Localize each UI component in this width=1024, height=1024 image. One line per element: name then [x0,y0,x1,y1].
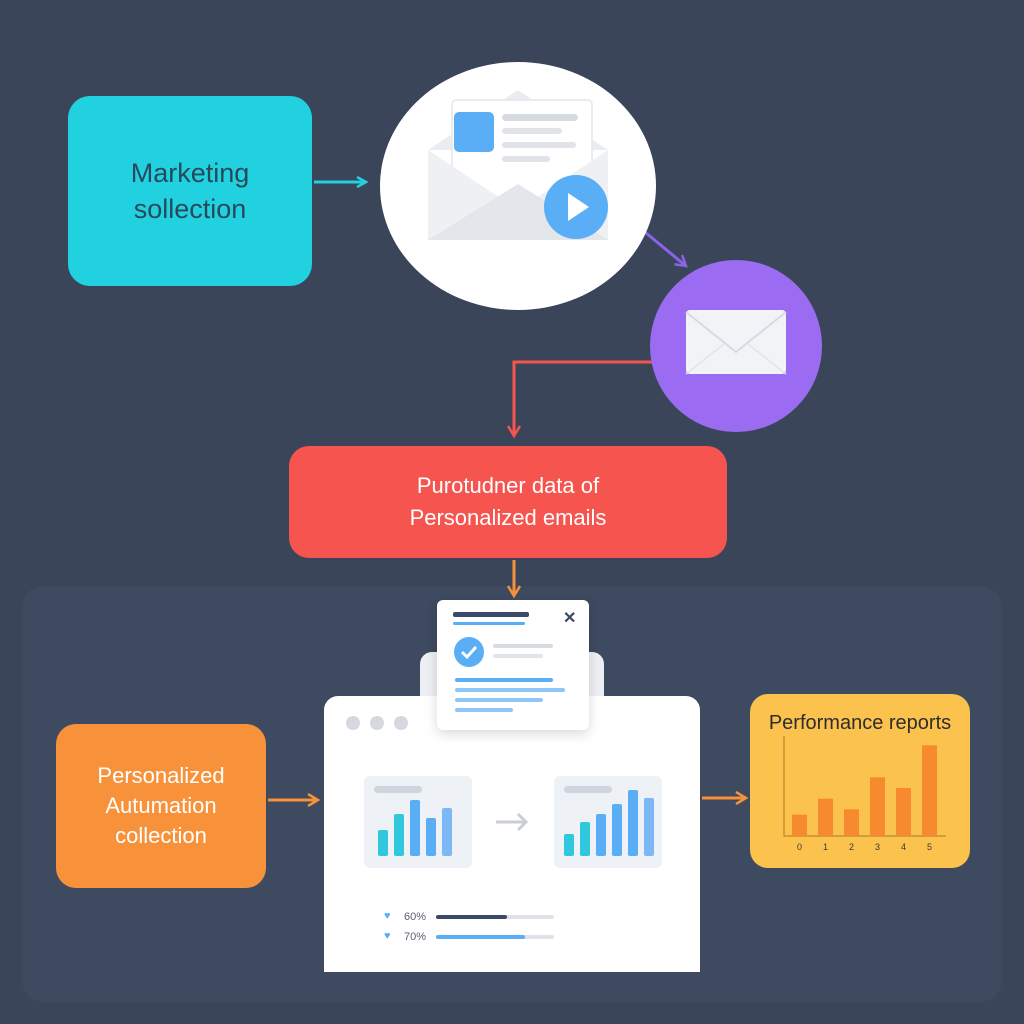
mini-bar [394,814,404,856]
chart-bar [922,745,937,836]
stat-fill-1 [436,915,507,919]
stat-fill-2 [436,935,525,939]
red-label-line2: Personalized emails [409,505,607,530]
dashboard-window: ♥ 60% ♥ 70% [324,696,700,972]
orange-label-line1: Personalized [97,763,225,788]
chart-card-right [554,776,662,868]
chart-tick-label: 3 [875,842,880,852]
popup-text-line [455,688,565,692]
mini-bar [442,808,452,856]
stat-label-1: 60% [404,911,427,923]
chart-tick-label: 0 [797,842,802,852]
mini-bar [378,830,388,856]
open-envelope-icon [428,90,608,240]
marketing-label-line1: Marketing [130,158,250,188]
automation-collection-node: Personalized Autumation collection [56,724,266,888]
popup-text-line [493,644,553,648]
stat-label-2: 70% [404,931,427,943]
close-icon[interactable]: ✕ [563,610,577,627]
chart-tick-label: 4 [901,842,906,852]
chart-tick-label: 1 [823,842,828,852]
popup-title-line [453,612,529,617]
mini-bar [426,818,436,856]
chart-tick-label: 5 [927,842,932,852]
orange-label-line3: collection [115,823,207,848]
performance-reports-node: Performance reports 0 1 2 3 4 5 [750,694,970,868]
arrow-purple-to-red [514,360,652,436]
notification-popup: ✕ [437,600,589,730]
chart-bar [818,798,833,836]
chart-tick-label: 2 [849,842,854,852]
window-dot [370,716,384,730]
mini-bar [612,804,622,856]
popup-text-line [493,654,543,658]
chart-card-left [364,776,472,868]
mini-bar [564,834,574,856]
mini-bar [644,798,654,856]
popup-subtitle-line [453,622,525,625]
marketing-label-line2: sollection [133,194,247,224]
red-label-line1: Purotudner data of [416,473,600,498]
chart-axis [783,736,946,837]
email-content-node [380,62,656,310]
mini-bar [410,800,420,856]
performance-bar-chart: 0 1 2 3 4 5 [783,736,946,852]
popup-text-line [455,678,553,682]
arrow-right-icon [496,812,529,832]
chart-bar [896,788,911,836]
heart-icon: ♥ [384,910,391,922]
arrow-email-to-purple [639,226,686,266]
envelope-icon [685,310,787,375]
chart-bar [870,777,885,836]
performance-title: Performance reports [768,712,952,734]
orange-label-line2: Autumation [105,793,217,818]
chart-bar [792,814,807,836]
window-dot [394,716,408,730]
email-send-node [650,260,822,432]
check-circle-icon [454,637,484,667]
popup-text-line [455,698,543,702]
mini-bar [580,822,590,856]
window-dot [346,716,360,730]
marketing-collection-node: Marketing sollection [68,96,312,286]
chart-bar [844,809,859,836]
mini-bar [596,814,606,856]
heart-icon: ♥ [384,930,391,942]
mini-bar [628,790,638,856]
personalized-emails-node: Purotudner data of Personalized emails [289,446,727,558]
popup-text-line [455,708,513,712]
